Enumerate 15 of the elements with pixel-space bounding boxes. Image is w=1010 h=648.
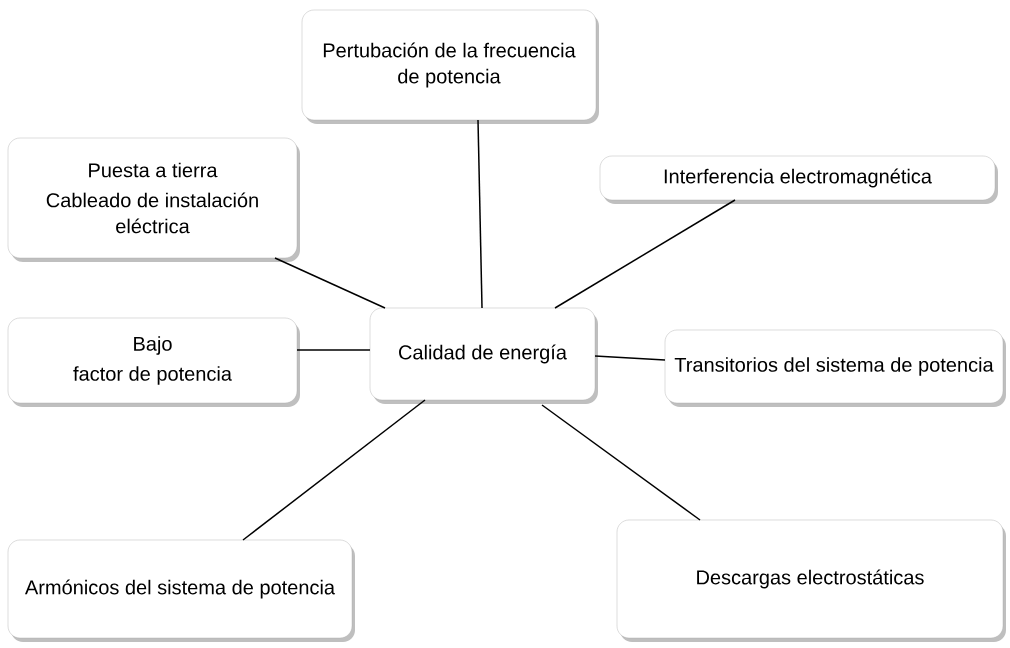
text-box: Puesta a tierra Cableado de instalación eléctrica	[7, 137, 298, 259]
text-box: Interferencia electromagnética	[599, 155, 996, 201]
connector-line	[296, 349, 371, 351]
text-box: Transitorios del sistema de potencia	[664, 329, 1004, 404]
connector-line	[274, 257, 386, 309]
connector-line	[477, 119, 483, 309]
connector-line	[541, 404, 701, 521]
text-box: Descargas electrostáticas	[616, 519, 1004, 639]
connector-line	[242, 399, 426, 541]
text-box: Pertubación de la frecuencia de potencia	[301, 9, 597, 121]
text-box: Armónicos del sistema de potencia	[7, 539, 353, 639]
connector-line	[554, 199, 736, 309]
connector-line	[594, 355, 666, 361]
text-box: Calidad de energía	[369, 307, 596, 401]
text-box: Bajo factor de potencia	[7, 317, 298, 404]
